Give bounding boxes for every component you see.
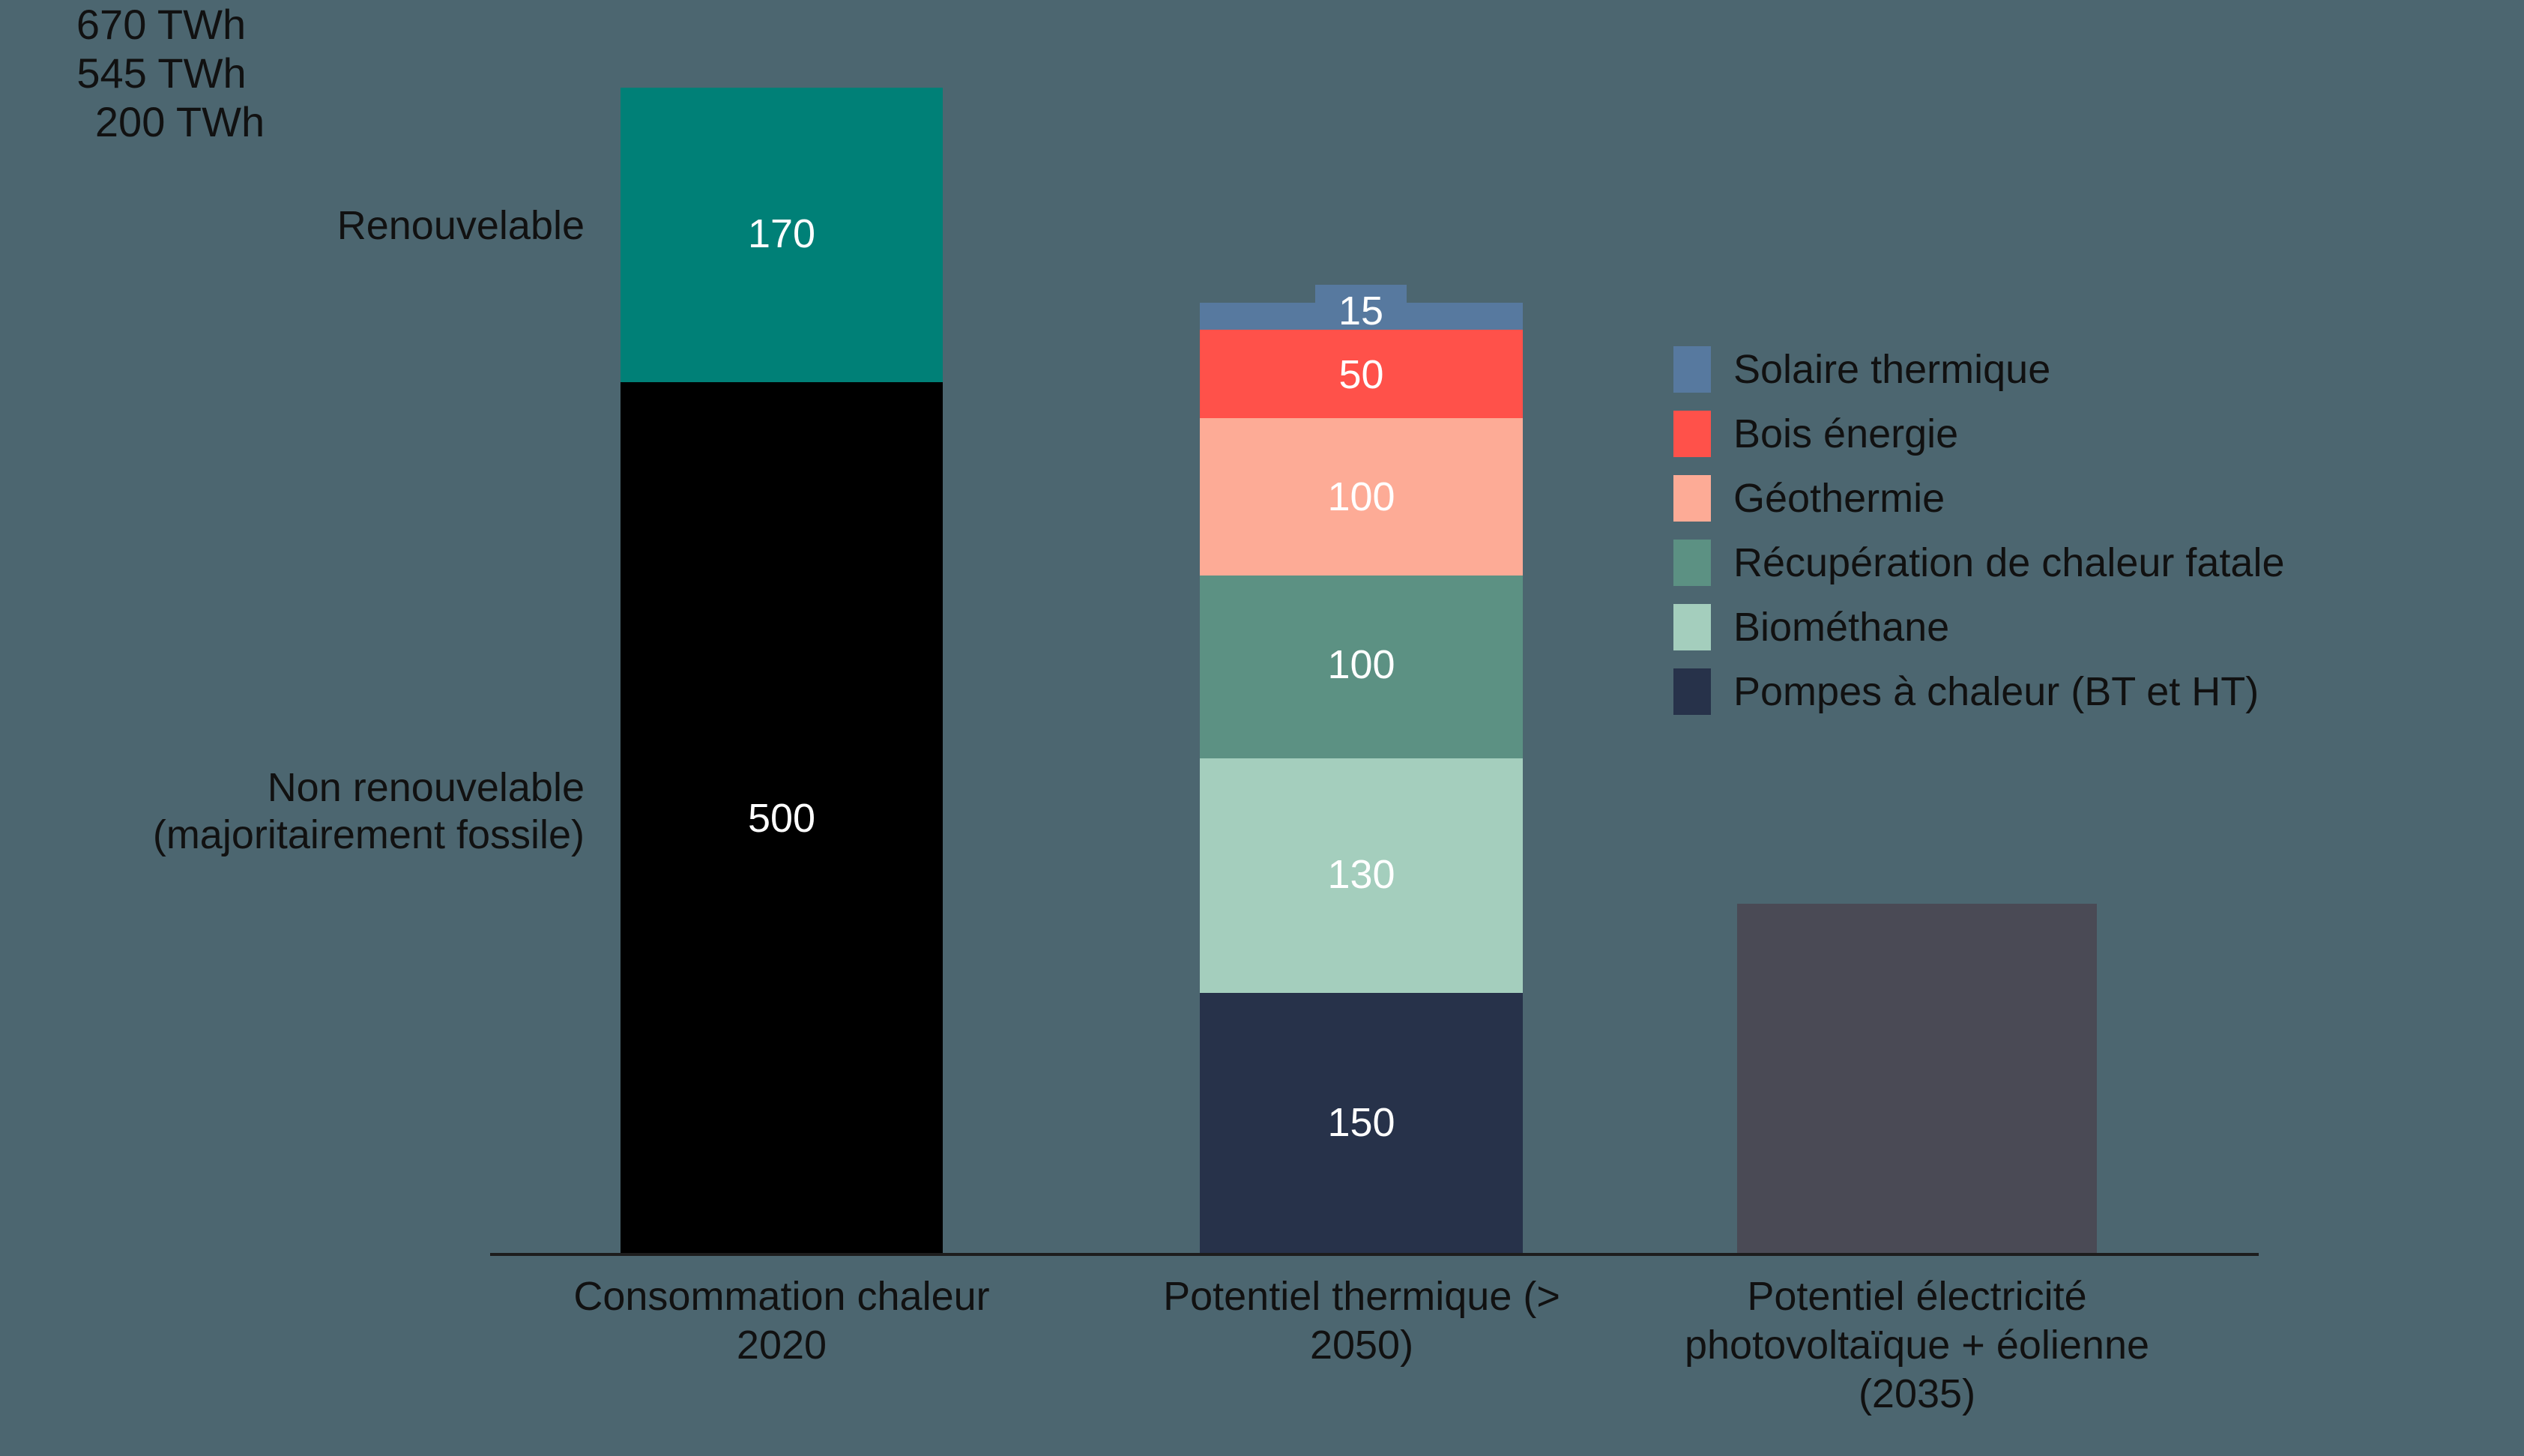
bar1-segment-non-renouvelable-value: 500 <box>747 796 816 841</box>
annotation-non-renouvelable: Non renouvelable (majoritairement fossil… <box>152 765 585 857</box>
xtick-label-consommation-chaleur-2020: Consommation chaleur 2020 <box>573 1274 990 1368</box>
legend-label-geothermie: Géothermie <box>1733 476 1945 521</box>
legend-label-bois-energie: Bois énergie <box>1733 411 1959 456</box>
legend-swatch-solaire-thermique-icon <box>1673 346 1711 393</box>
bar2-segment-pompes-a-chaleur-value: 150 <box>1327 1100 1395 1145</box>
legend-label-pompes-a-chaleur: Pompes à chaleur (BT et HT) <box>1733 669 2259 714</box>
bar2-total-label: 545 TWh <box>76 49 247 97</box>
legend-label-biomethane: Biométhane <box>1733 605 1950 650</box>
bar2-segment-bois-energie: 50 <box>1200 330 1523 418</box>
legend-label-recuperation-chaleur-fatale: Récupération de chaleur fatale <box>1733 540 2285 585</box>
bar2-segment-pompes-a-chaleur: 150 <box>1200 993 1523 1253</box>
bar1-segment-renouvelable: 170 <box>621 88 943 382</box>
x-axis-line <box>490 1253 2259 1256</box>
legend-swatch-bois-energie-icon <box>1673 411 1711 457</box>
legend-swatch-biomethane-icon <box>1673 604 1711 650</box>
bar2-segment-recuperation-chaleur-fatale-value: 100 <box>1327 642 1395 687</box>
legend-item-biomethane[interactable]: Biométhane <box>1673 595 2285 659</box>
bar2-segment-bois-energie-value: 50 <box>1338 352 1384 397</box>
bar1-total-label: 670 TWh <box>76 1 247 48</box>
legend-label-solaire-thermique: Solaire thermique <box>1733 347 2051 392</box>
annotation-renouvelable: Renouvelable <box>336 203 585 248</box>
bar2-segment-geothermie-value: 100 <box>1327 474 1395 519</box>
legend-item-pompes-a-chaleur[interactable]: Pompes à chaleur (BT et HT) <box>1673 659 2285 724</box>
legend-swatch-recuperation-chaleur-fatale-icon <box>1673 540 1711 586</box>
legend-item-bois-energie[interactable]: Bois énergie <box>1673 402 2285 466</box>
legend-item-solaire-thermique[interactable]: Solaire thermique <box>1673 337 2285 402</box>
bar1-segment-renouvelable-value: 170 <box>747 211 816 256</box>
legend-swatch-pompes-a-chaleur-icon <box>1673 668 1711 715</box>
bar2-segment-biomethane-value: 130 <box>1327 852 1395 897</box>
xtick-label-potentiel-thermique: Potentiel thermique (> 2050) <box>1163 1274 1560 1368</box>
legend-item-geothermie[interactable]: Géothermie <box>1673 466 2285 531</box>
bar2-segment-biomethane: 130 <box>1200 758 1523 993</box>
bar2-segment-geothermie: 100 <box>1200 418 1523 576</box>
bar3-total-label: 200 TWh <box>94 98 265 145</box>
legend-swatch-geothermie-icon <box>1673 475 1711 522</box>
bar1-segment-non-renouvelable: 500 <box>621 382 943 1253</box>
legend: Solaire thermique Bois énergie Géothermi… <box>1673 337 2285 724</box>
bar3-segment-potentiel-electricite <box>1737 904 2097 1253</box>
bar2-segment-recuperation-chaleur-fatale: 100 <box>1200 576 1523 758</box>
xtick-label-potentiel-electricite: Potentiel électricité photovoltaïque + é… <box>1684 1274 2150 1416</box>
legend-item-recuperation-chaleur-fatale[interactable]: Récupération de chaleur fatale <box>1673 531 2285 595</box>
